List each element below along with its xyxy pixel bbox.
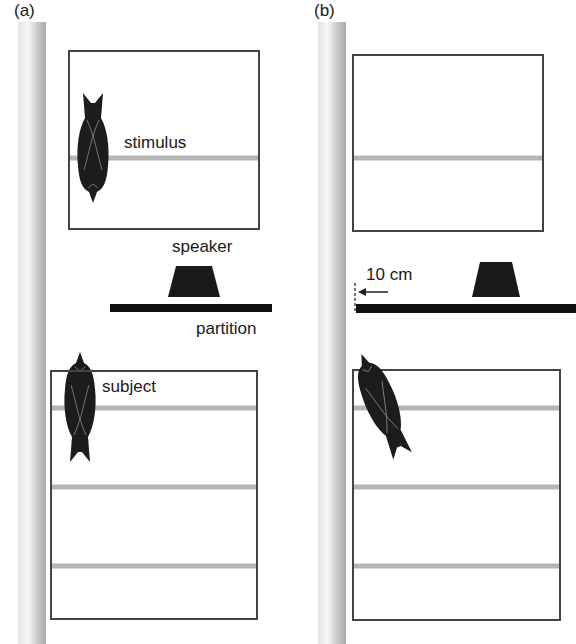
node-label: subject <box>100 378 158 397</box>
partition-bar <box>356 304 576 313</box>
perch <box>52 564 256 569</box>
pole <box>18 22 46 644</box>
subject-bird <box>347 348 417 462</box>
panel-label: (b) <box>312 2 337 21</box>
stimulus-bird <box>77 93 108 203</box>
speaker-symbol <box>472 262 520 297</box>
part-name: partition <box>194 320 258 339</box>
perch <box>52 485 256 490</box>
partition-bar <box>110 304 272 312</box>
panel-label: (a) <box>12 2 37 21</box>
cage <box>353 55 543 231</box>
perch <box>354 485 559 490</box>
perch <box>354 156 542 161</box>
subject-bird <box>64 352 95 462</box>
dimension-line <box>354 283 355 311</box>
arrowhead <box>358 288 366 296</box>
perch <box>354 564 559 569</box>
speaker-symbol <box>168 266 220 297</box>
part-name: speaker <box>170 238 234 257</box>
pole <box>318 22 346 644</box>
subject-cage: subject <box>50 370 258 620</box>
node-label: stimulus <box>122 134 188 153</box>
dimension: 10 cm <box>364 266 414 285</box>
stimulus-cage: stimulus <box>68 50 260 230</box>
